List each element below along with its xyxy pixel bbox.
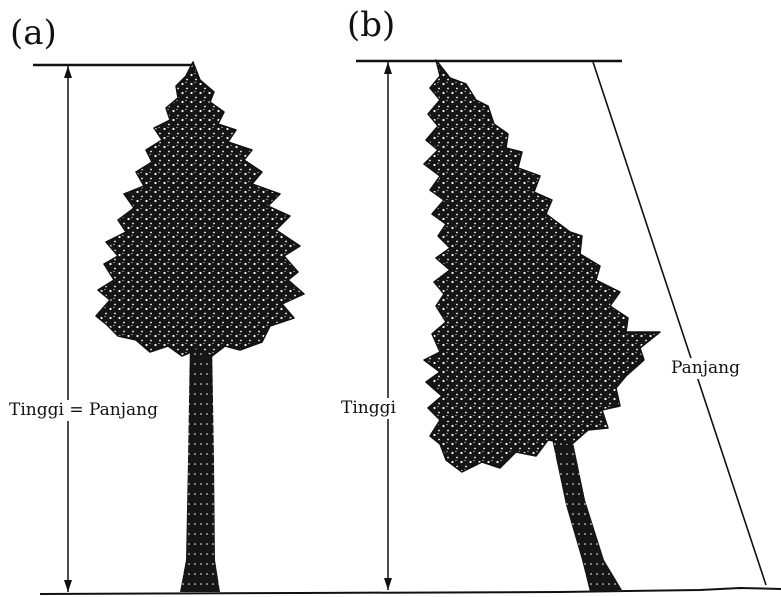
tree-trunk-a bbox=[180, 340, 220, 592]
tree-crown-b bbox=[424, 60, 660, 472]
tree-crown-a bbox=[96, 62, 304, 356]
panel-b bbox=[356, 60, 766, 592]
conifer-tree-icon bbox=[96, 62, 304, 592]
arrow-top-b bbox=[384, 62, 392, 74]
tree-trunk-b bbox=[548, 418, 622, 592]
arrow-bottom-a bbox=[64, 580, 72, 592]
length-label: Panjang bbox=[670, 358, 741, 379]
panel-a-label: (a) bbox=[10, 16, 57, 50]
leaning-conifer-tree-icon bbox=[424, 60, 660, 592]
panel-a bbox=[33, 62, 304, 592]
height-equals-length-label: Tinggi = Panjang bbox=[8, 400, 159, 421]
arrow-bottom-b bbox=[384, 578, 392, 590]
height-label: Tinggi bbox=[340, 398, 397, 419]
ground-line bbox=[40, 588, 781, 594]
arrow-top-a bbox=[64, 66, 72, 78]
panel-b-label: (b) bbox=[347, 8, 395, 42]
